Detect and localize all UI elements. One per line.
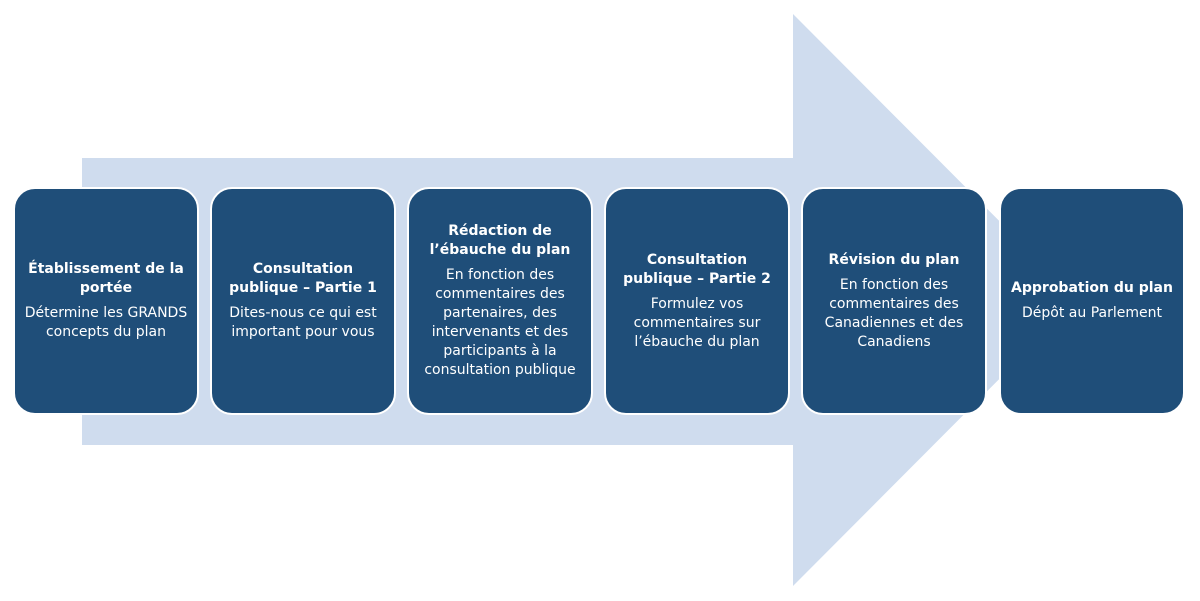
step-public-consultation-part-2: Consultation publique – Partie 2 Formule… xyxy=(604,187,790,415)
step-plan-approval: Approbation du plan Dépôt au Parlement xyxy=(999,187,1185,415)
step-title: Approbation du plan xyxy=(1011,280,1173,296)
step-description: Formulez vos commentaires sur l’ébauche … xyxy=(633,295,761,350)
step-title: Consultation publique – Partie 2 xyxy=(623,251,771,287)
step-description: Dépôt au Parlement xyxy=(1022,305,1162,321)
step-description: Dites-nous ce qui est important pour vou… xyxy=(229,305,377,340)
step-title: Révision du plan xyxy=(828,251,960,268)
step-description: Détermine les GRANDS concepts du plan xyxy=(24,305,188,340)
step-description: En fonction des commentaires des partena… xyxy=(424,267,576,378)
step-title: Établissement de la portée xyxy=(28,261,184,296)
step-draft-plan: Rédaction de l’ébauche du plan En foncti… xyxy=(407,187,593,415)
step-public-consultation-part-1: Consultation publique – Partie 1 Dites-n… xyxy=(210,187,396,415)
step-plan-revision: Révision du plan En fonction des comment… xyxy=(801,187,987,415)
step-description: En fonction des commentaires des Canadie… xyxy=(824,276,964,350)
step-title: Consultation publique – Partie 1 xyxy=(229,261,377,296)
step-title: Rédaction de l’ébauche du plan xyxy=(429,223,571,258)
step-establish-scope: Établissement de la portée Détermine les… xyxy=(13,187,199,415)
